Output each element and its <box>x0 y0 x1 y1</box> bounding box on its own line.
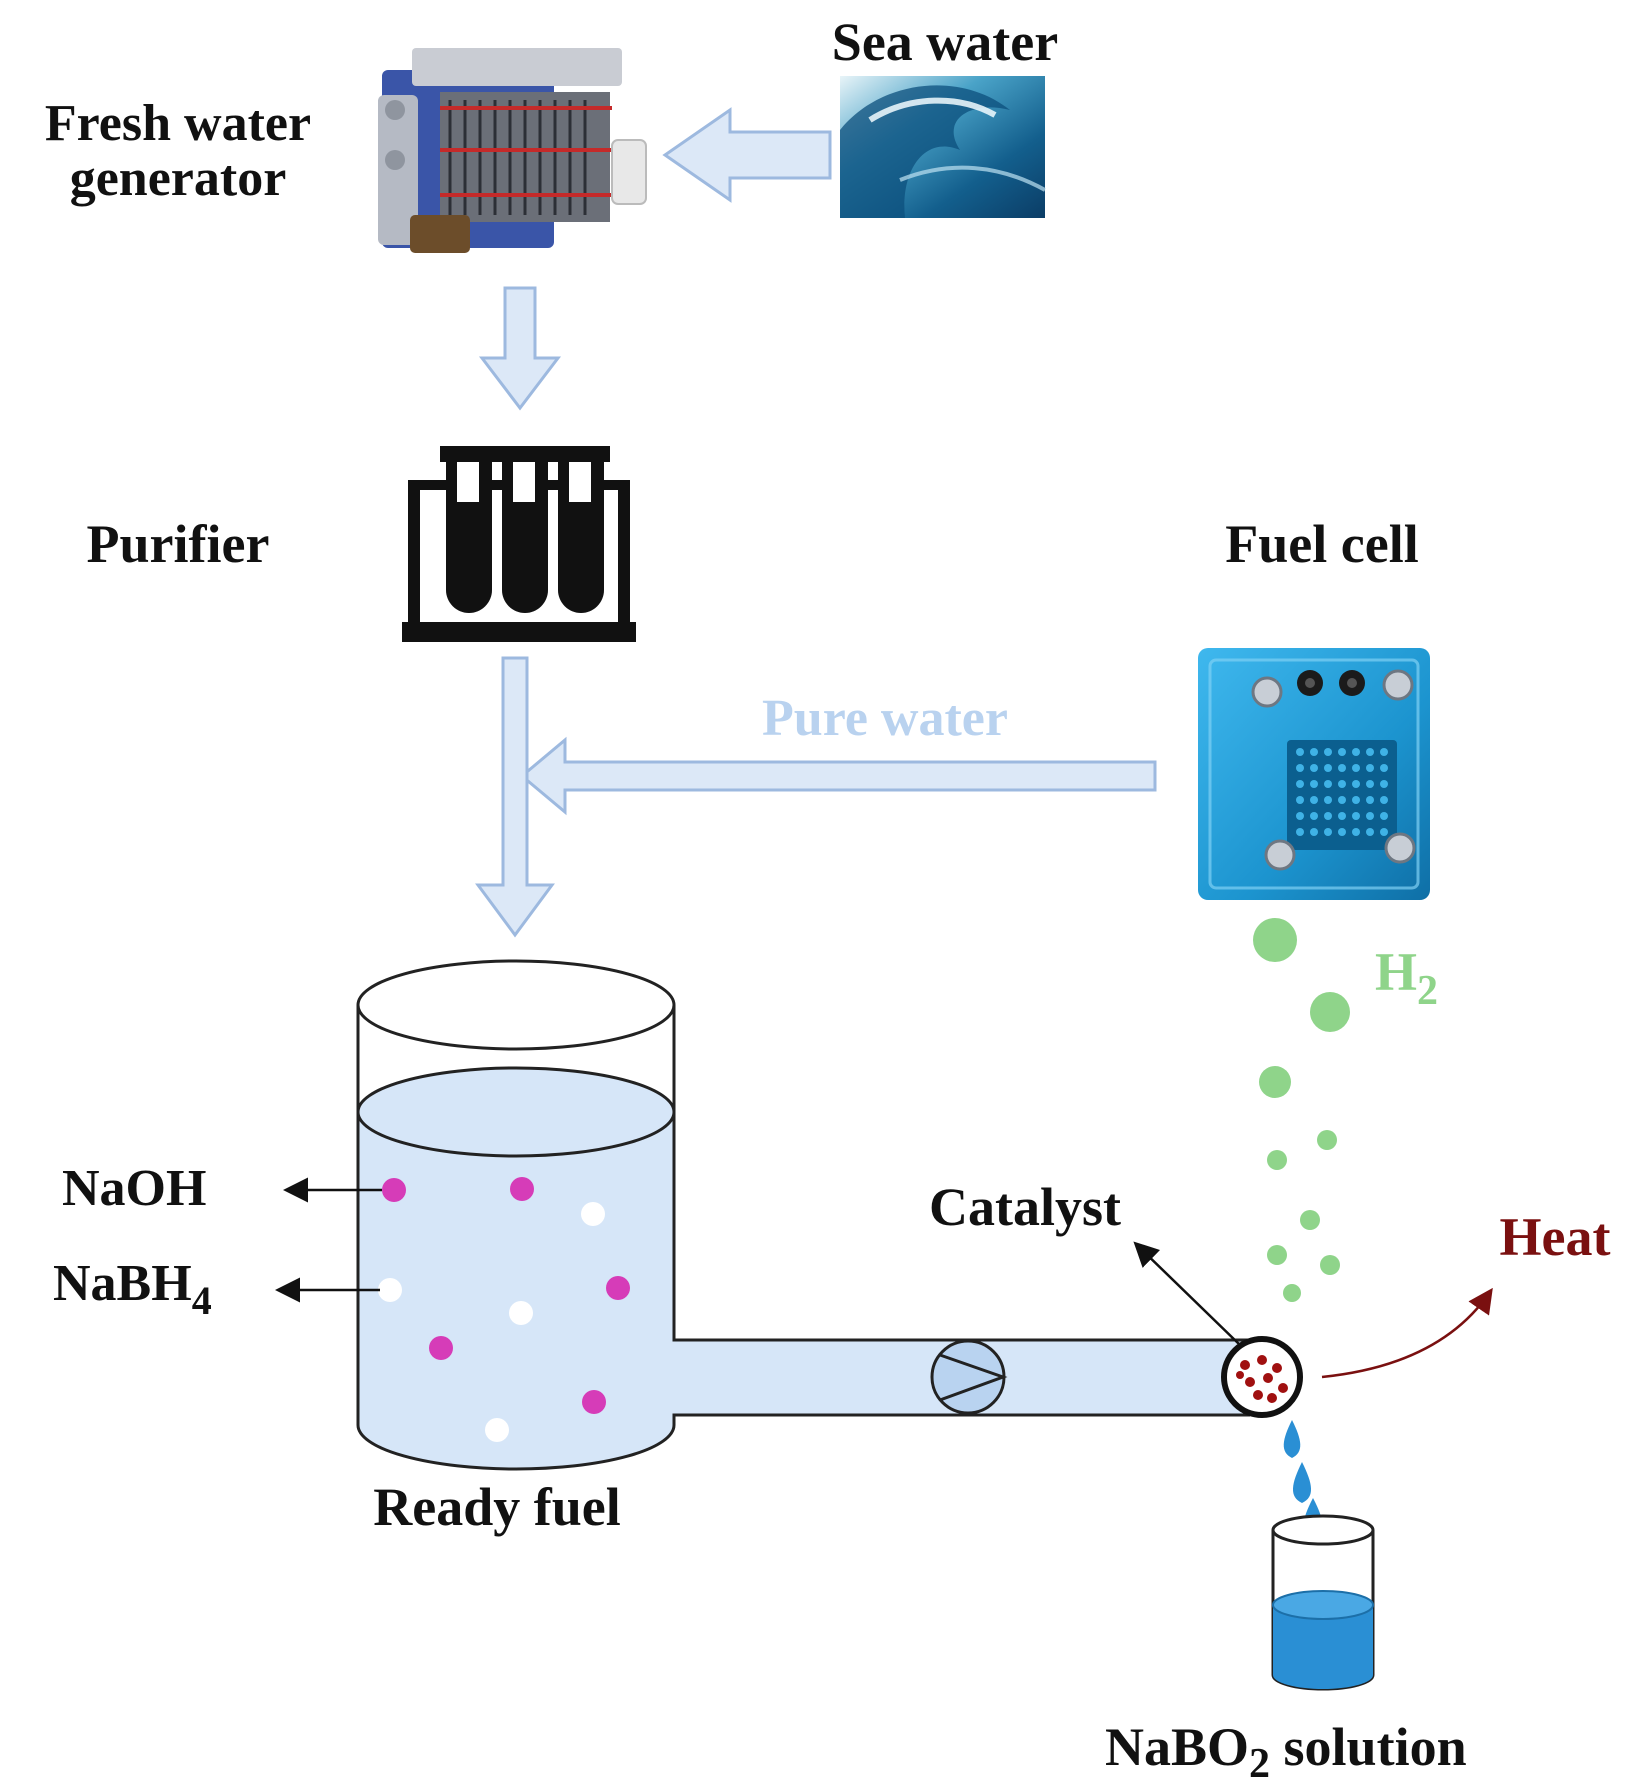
h2-label-base: H <box>1375 942 1417 1002</box>
arrow-generator-to-purifier <box>478 286 562 411</box>
nabh4-particles <box>378 1202 605 1442</box>
nabo2-solution-label: NaBO2 solution <box>1105 1717 1467 1787</box>
nabh4-label-base: NaBH <box>53 1255 192 1312</box>
test-tube-rack-icon <box>402 446 636 642</box>
heat-label: Heat <box>1500 1207 1611 1267</box>
sea-wave-icon <box>840 76 1046 218</box>
fresh-water-generator-label-line1: Fresh water <box>45 95 311 152</box>
purifier-label: Purifier <box>87 514 270 574</box>
nabo2-label-rest: solution <box>1270 1717 1467 1777</box>
pump-icon <box>930 1339 1008 1415</box>
catalyst-label: Catalyst <box>929 1177 1121 1237</box>
ready-fuel-label: Ready fuel <box>373 1477 620 1537</box>
naoh-label: NaOH <box>62 1160 206 1217</box>
catalyst-pointer-arrow <box>1133 1241 1241 1346</box>
heat-arrow <box>1321 1287 1493 1379</box>
ready-fuel-tank <box>356 959 1250 1471</box>
h2-label: H2 <box>1375 942 1438 1014</box>
nabh4-label-sub: 4 <box>192 1278 212 1323</box>
nabo2-label-sub: 2 <box>1249 1741 1270 1787</box>
fuel-cell-icon <box>1198 648 1430 900</box>
arrow-purifier-to-tank <box>475 656 555 938</box>
nabo2-beaker <box>1271 1514 1375 1691</box>
arrow-sea-to-generator <box>662 107 832 203</box>
fresh-water-generator-label-line2: generator <box>70 150 287 207</box>
catalyst-outlet <box>1221 1336 1303 1418</box>
fuel-cell-label: Fuel cell <box>1225 514 1418 574</box>
h2-bubbles <box>1253 918 1350 1302</box>
fresh-water-generator-icon <box>378 48 647 253</box>
nabo2-label-base: NaBO <box>1105 1717 1249 1777</box>
nabh4-label: NaBH4 <box>53 1255 212 1323</box>
sea-water-label: Sea water <box>832 12 1058 72</box>
h2-label-sub: 2 <box>1417 968 1438 1014</box>
pure-water-label: Pure water <box>762 690 1008 747</box>
arrow-fuel-cell-to-tank <box>519 736 1157 816</box>
naoh-particles <box>382 1177 630 1414</box>
